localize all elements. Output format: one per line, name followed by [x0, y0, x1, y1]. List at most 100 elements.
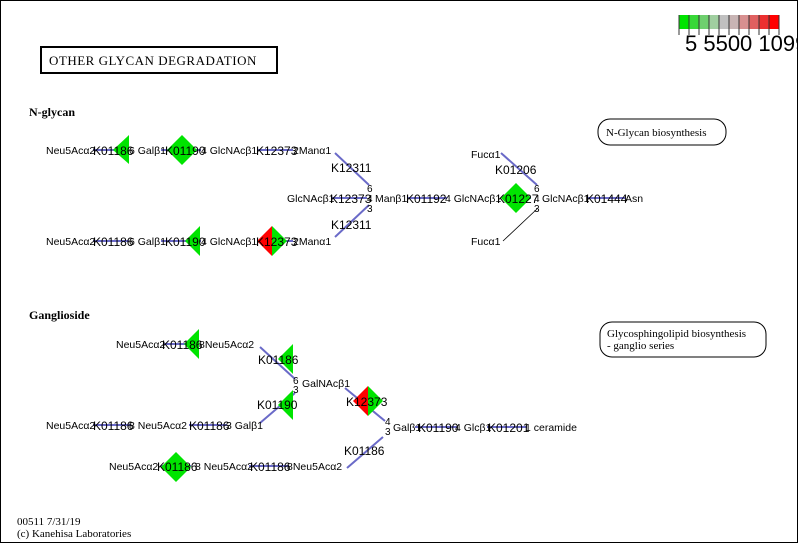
legend-swatch	[729, 15, 739, 29]
nglycan-bottom-glcnac: 4 GlcNAcβ1	[201, 236, 257, 248]
ko-k01190[interactable]: K01190	[165, 235, 206, 249]
ko-k01186[interactable]: K01186	[344, 444, 385, 458]
ganglioside-markers	[161, 329, 383, 482]
g-row1-neu5ac1: Neu5Acα2	[116, 339, 165, 351]
nglycan-core-man: Manβ1	[375, 193, 407, 205]
nglycan-core-glcnac-left: GlcNAcβ1	[287, 193, 335, 205]
pos-3: 3	[293, 385, 299, 396]
ko-k01227[interactable]: K01227	[497, 192, 539, 206]
pos-3: 3	[367, 204, 373, 215]
page-title: OTHER GLYCAN DEGRADATION	[49, 53, 257, 68]
legend-swatch	[699, 15, 709, 29]
nglycan-top-neu5ac: Neu5Acα2	[46, 145, 95, 157]
link-glycosphingolipid-ganglio[interactable]: Glycosphingolipid biosynthesis - ganglio…	[599, 321, 767, 358]
pos-6: 6	[534, 184, 540, 195]
link-gsl-line2: - ganglio series	[607, 340, 674, 352]
ko-k01186[interactable]: K01186	[258, 353, 299, 367]
ko-k01201[interactable]: K01201	[488, 421, 530, 435]
marker-k01190-bottom[interactable]	[185, 226, 200, 256]
copyright: (c) Kanehisa Laboratories	[17, 528, 131, 540]
nglycan-core-asn: Asn	[625, 193, 643, 205]
g-galnac: GalNAcβ1	[302, 378, 350, 390]
ko-k01190[interactable]: K01190	[165, 144, 206, 158]
link-nglycan-biosynthesis[interactable]: N-Glycan biosynthesis	[597, 118, 727, 146]
marker-k01186-g2[interactable]	[278, 344, 293, 374]
ko-k01186[interactable]: K01186	[250, 460, 291, 474]
ko-k01206[interactable]: K01206	[495, 163, 537, 177]
ganglioside-edges	[93, 343, 527, 469]
marker-k01186-g1[interactable]	[184, 329, 199, 359]
g-glc: 4 Glcβ1	[455, 422, 492, 434]
link-gsl-line1: Glycosphingolipid biosynthesis	[607, 328, 746, 340]
pos-3: 3	[534, 204, 540, 215]
ko-k01186[interactable]: K01186	[93, 235, 134, 249]
g-row3-neu5ac1: Neu5Acα2	[109, 461, 158, 473]
legend-scale-label: 5 5500 1099	[685, 31, 798, 56]
legend-swatch	[769, 15, 779, 29]
ko-k12373[interactable]: K12373	[346, 395, 388, 409]
g-ceramide: 1 ceramide	[525, 422, 577, 434]
ko-k12373[interactable]: K12373	[256, 235, 298, 249]
ko-k01186[interactable]: K01186	[157, 460, 198, 474]
ko-k01192[interactable]: K01192	[406, 192, 447, 206]
g-gal-right: Galβ1	[393, 422, 421, 434]
nglycan-bottom-man: 2Manα1	[293, 236, 331, 248]
legend-swatch	[749, 15, 759, 29]
pos-4: 4	[534, 194, 540, 205]
marker-k01227[interactable]	[501, 183, 531, 213]
ko-k01186[interactable]: K01186	[93, 144, 134, 158]
g-row3-neu5ac2: 8 Neu5Acα2	[195, 461, 253, 473]
nglycan-markers	[113, 135, 531, 256]
marker-k01186-top[interactable]	[113, 135, 129, 164]
pos-4: 4	[385, 417, 391, 428]
nglycan-top-gal: 6 Galβ1	[129, 145, 166, 157]
legend-swatch	[689, 15, 699, 29]
nglycan-fuc-top: Fucα1	[471, 149, 501, 161]
marker-k12373-g-green[interactable]	[368, 386, 383, 416]
ko-k01186[interactable]: K01186	[189, 419, 230, 433]
marker-k12373-bottom-green[interactable]	[272, 226, 287, 256]
ko-k01190[interactable]: K01190	[418, 421, 459, 435]
ko-k01190[interactable]: K01190	[257, 398, 298, 412]
section-nglycan: N-glycan	[29, 105, 75, 119]
marker-k01190-top[interactable]	[167, 135, 197, 165]
ko-k12373[interactable]: K12373	[256, 144, 298, 158]
ko-k12373[interactable]: K12373	[330, 192, 372, 206]
nglycan-top-man: 2Manα1	[293, 145, 331, 157]
ko-k12311[interactable]: K12311	[331, 218, 372, 232]
pos-6: 6	[293, 376, 299, 387]
legend-swatch	[679, 15, 689, 29]
nglycan-bottom-neu5ac: Neu5Acα2	[46, 236, 95, 248]
marker-k01186-g3[interactable]	[161, 452, 191, 482]
title-box	[40, 46, 278, 74]
g-row2-neu5ac1: Neu5Acα2	[46, 420, 95, 432]
marker-k01190-g[interactable]	[278, 390, 293, 420]
map-id-date: 00511 7/31/19	[17, 516, 81, 528]
ko-k01444[interactable]: K01444	[586, 192, 628, 206]
g-row2-gal: 3 Galβ1	[226, 420, 263, 432]
color-legend: 5 5500 1099	[678, 15, 798, 56]
nglycan-top-glcnac: 4 GlcNAcβ1	[201, 145, 257, 157]
pos-3: 3	[385, 427, 391, 438]
g-row2-neu5ac2: 8 Neu5Acα2	[129, 420, 187, 432]
marker-k12373-bottom-red[interactable]	[257, 226, 272, 256]
ko-k01186[interactable]: K01186	[162, 338, 203, 352]
link-nglycan-biosynthesis-label: N-Glycan biosynthesis	[606, 127, 707, 139]
nglycan-core-glcnac-right: GlcNAcβ1	[542, 193, 590, 205]
legend-swatch	[739, 15, 749, 29]
legend-swatch	[759, 15, 769, 29]
pos-4: 4	[367, 194, 373, 205]
marker-k12373-g-red[interactable]	[353, 386, 368, 416]
nglycan-core-glcnac-mid: 4 GlcNAcβ1	[445, 193, 501, 205]
nglycan-bottom-gal: 6 Galβ1	[129, 236, 166, 248]
pos-6: 6	[367, 184, 373, 195]
g-row3-neu5ac3: 8Neu5Acα2	[287, 461, 342, 473]
ko-k01186[interactable]: K01186	[93, 419, 134, 433]
section-ganglioside: Ganglioside	[29, 308, 90, 322]
nglycan-fuc-bottom: Fucα1	[471, 236, 501, 248]
g-row1-neu5ac2: 8Neu5Acα2	[199, 339, 254, 351]
ko-k12311[interactable]: K12311	[331, 161, 372, 175]
legend-swatch	[719, 15, 729, 29]
